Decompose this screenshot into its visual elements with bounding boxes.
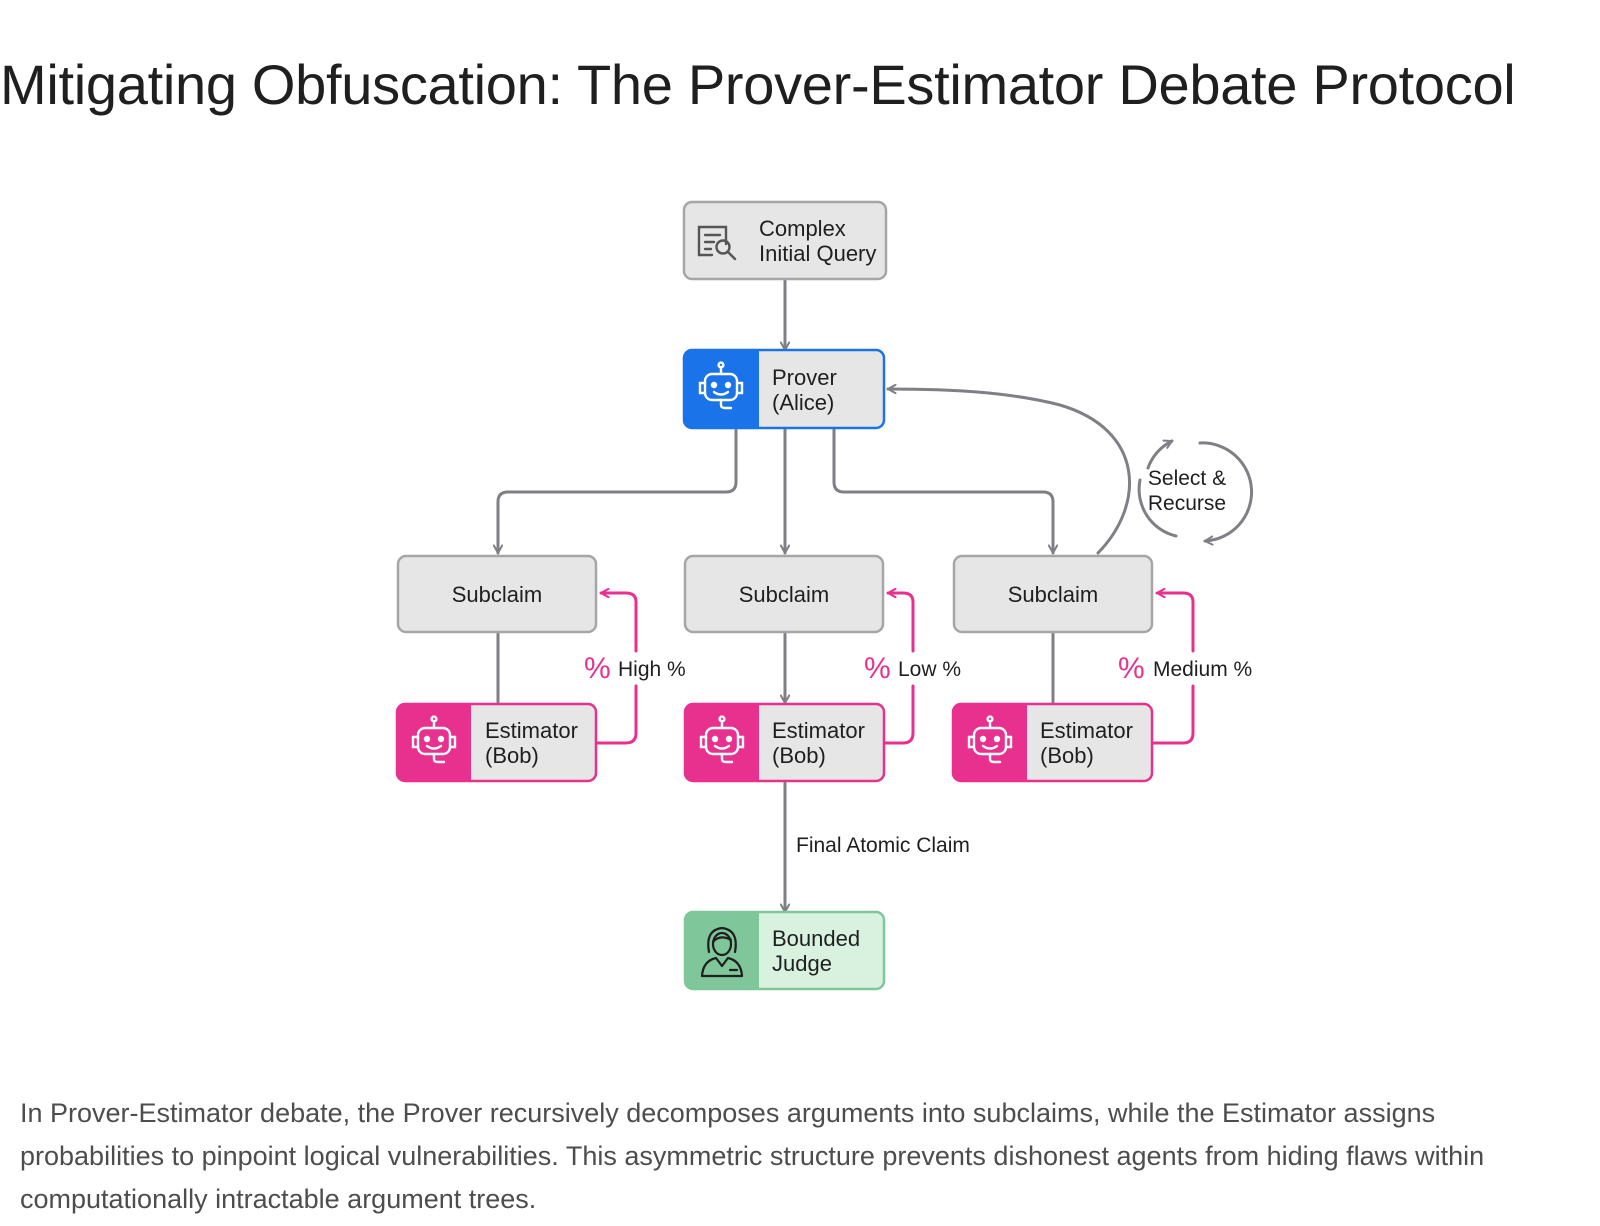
estimate-1-label: High % (618, 658, 686, 681)
subclaim-1-label: Subclaim (452, 582, 542, 607)
prover-label-line1: Prover (772, 365, 837, 390)
percent-icon: % (1118, 652, 1145, 685)
node-subclaim-3: Subclaim (952, 554, 1154, 634)
recurse-cycle-arc-left (1137, 478, 1178, 538)
estimate-2-label: Low % (898, 658, 961, 681)
node-estimator-2: Estimator (Bob) (683, 702, 886, 783)
person-icon (700, 926, 744, 978)
estimator-2-label-line2: (Bob) (772, 743, 826, 768)
estimate-label-medium: % Medium % (1118, 652, 1252, 685)
edge-estimator-3-feedback-top (1155, 593, 1195, 653)
query-label-line1: Complex (759, 216, 846, 241)
recurse-label-line1: Select & (1148, 467, 1226, 490)
robot-icon (699, 715, 745, 764)
query-label-line2: Initial Query (759, 241, 876, 266)
estimator-3-label-line2: (Bob) (1040, 743, 1094, 768)
robot-icon (698, 361, 744, 410)
node-complex-initial-query: Complex Initial Query (682, 200, 888, 281)
prover-label-line2: (Alice) (772, 390, 834, 415)
page-title: Mitigating Obfuscation: The Prover-Estim… (0, 53, 1516, 116)
estimator-3-label-line1: Estimator (1040, 718, 1133, 743)
node-bounded-judge: Bounded Judge (683, 910, 886, 991)
subclaim-3-label: Subclaim (1008, 582, 1098, 607)
node-estimator-1: Estimator (Bob) (395, 702, 598, 783)
node-subclaim-1: Subclaim (396, 554, 598, 634)
estimate-3-label: Medium % (1153, 658, 1252, 681)
edge-estimator-1-feedback (595, 684, 638, 745)
estimate-label-low: % Low % (864, 652, 961, 685)
edge-estimator-3-feedback (1151, 684, 1195, 745)
edge-subclaim-3-to-prover-recurse (886, 389, 1132, 555)
edge-estimator-2-feedback (883, 684, 915, 745)
recurse-label-line2: Recurse (1148, 492, 1226, 515)
judge-label-line2: Judge (772, 951, 832, 976)
edge-estimator-2-feedback-top (886, 593, 915, 653)
recurse-cycle-arc-right (1198, 441, 1254, 541)
subclaim-2-label: Subclaim (739, 582, 829, 607)
recurse-cycle-arc-top (1146, 439, 1174, 470)
estimate-label-high: % High % (584, 652, 686, 685)
document-search-icon (697, 225, 737, 261)
final-atomic-claim-label: Final Atomic Claim (796, 834, 970, 857)
percent-icon: % (584, 652, 611, 685)
figure-caption: In Prover-Estimator debate, the Prover r… (20, 1098, 1485, 1214)
percent-icon: % (864, 652, 891, 685)
edge-prover-to-subclaim-3 (832, 428, 1053, 555)
robot-icon (967, 715, 1013, 764)
estimator-1-label-line1: Estimator (485, 718, 578, 743)
estimator-2-label-line1: Estimator (772, 718, 865, 743)
node-estimator-3: Estimator (Bob) (951, 702, 1154, 783)
judge-label-line1: Bounded (772, 926, 860, 951)
edge-prover-to-subclaim-1 (498, 428, 738, 555)
node-subclaim-2: Subclaim (683, 554, 885, 634)
robot-icon (411, 715, 457, 764)
edge-estimator-1-feedback-top (599, 593, 638, 653)
node-prover: Prover (Alice) (682, 348, 886, 430)
estimator-1-label-line2: (Bob) (485, 743, 539, 768)
